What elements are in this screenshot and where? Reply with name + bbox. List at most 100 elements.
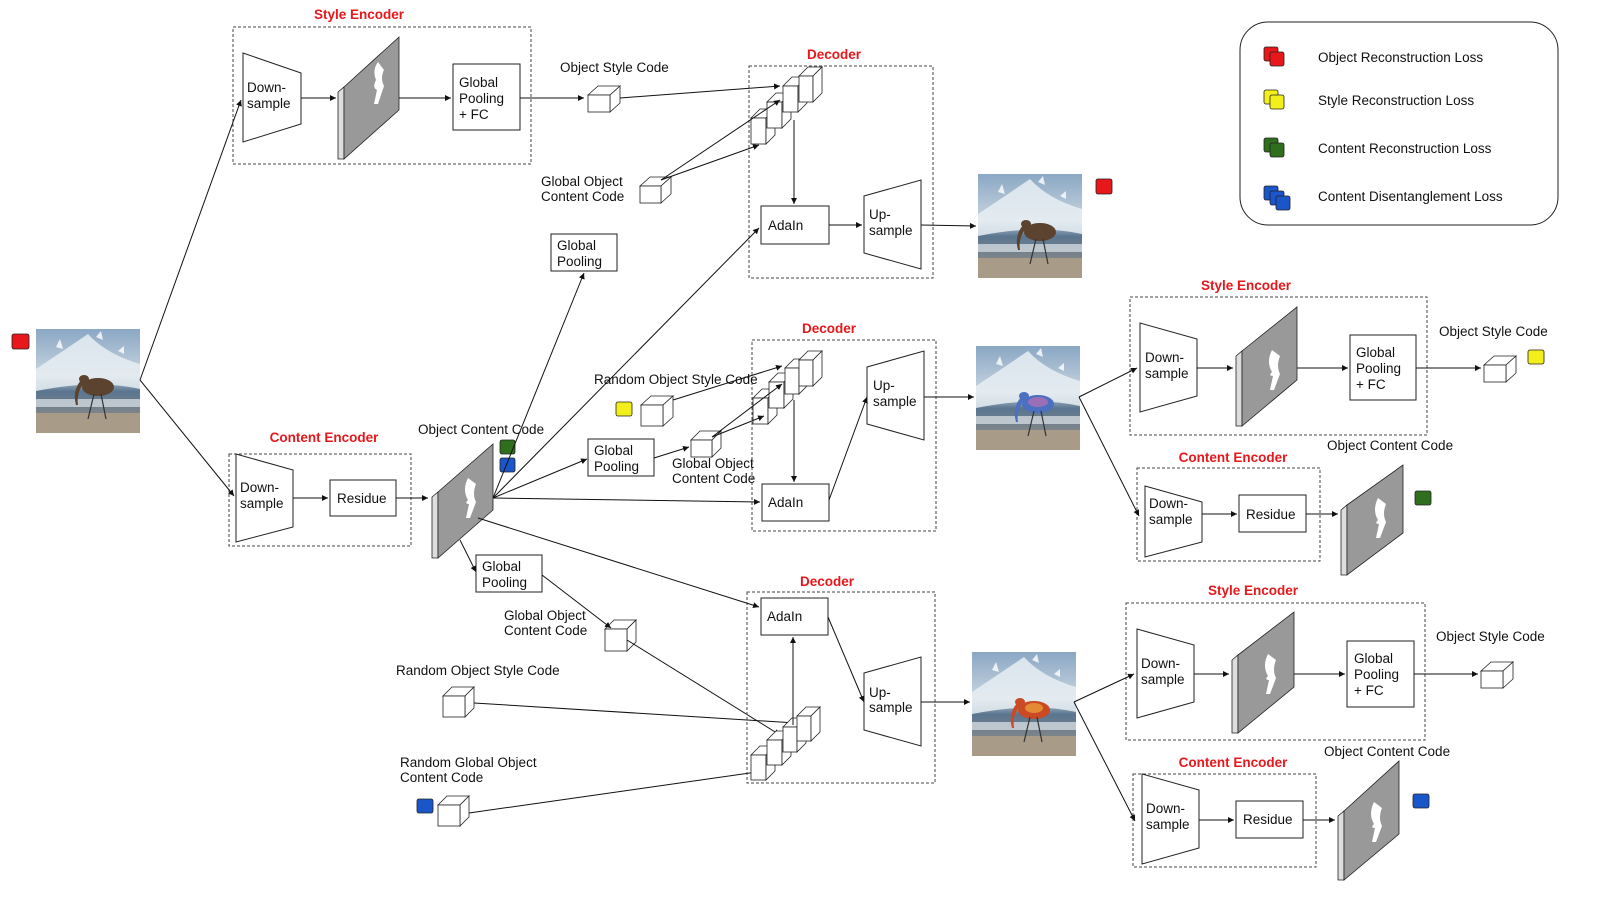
decoder-top-title: Decoder <box>807 47 862 62</box>
global-pooling-block-3 <box>475 554 543 593</box>
upsample-block-bottom <box>863 656 922 747</box>
upsample-label-bottom-2: sample <box>869 700 913 715</box>
gp-fc-se3-label-2: Pooling <box>1354 667 1399 682</box>
content-encoder-left-title: Content Encoder <box>270 430 379 445</box>
global-pooling-block-1 <box>550 233 618 272</box>
content-reconstruction-marker-rm <box>1414 490 1432 506</box>
residue-label-left: Residue <box>337 491 387 506</box>
reconstructed-image <box>978 174 1082 278</box>
content-encoder-left: Content Encoder Down- sample Residue <box>228 430 428 547</box>
global-pooling-block-2 <box>587 438 655 477</box>
global-pooling-fc-block-se3 <box>1346 640 1415 708</box>
object-style-code-vector-br <box>1479 661 1515 689</box>
gp2-label-2: Pooling <box>594 459 639 474</box>
random-object-style-code-vector-bottom <box>442 686 475 718</box>
content-encoder-right-middle-title: Content Encoder <box>1179 450 1288 465</box>
reconstruction-loss-marker <box>1095 178 1113 195</box>
legend-label-object-reconstruction: Object Reconstruction Loss <box>1318 50 1483 65</box>
gp-fc-se3-label-1: Global <box>1354 651 1393 666</box>
content-disentanglement-marker-center <box>499 457 516 473</box>
downsample-ce2-label-1: Down- <box>1149 496 1188 511</box>
adain-label-top: AdaIn <box>768 218 803 233</box>
legend-label-content-disentanglement: Content Disentanglement Loss <box>1318 189 1503 204</box>
legend-swatch-object-reconstruction <box>1263 46 1285 67</box>
decoder-middle: Decoder AdaIn Up- sample <box>751 321 937 532</box>
object-content-code-map-br <box>1337 760 1400 881</box>
gp-fc-label-2: Pooling <box>459 91 504 106</box>
random-object-style-code-label-middle: Random Object Style Code <box>594 372 758 387</box>
global-object-content-code-label-1a: Global Object <box>541 174 623 189</box>
code-concat-middle <box>752 350 823 425</box>
downsample-block-se3 <box>1136 628 1195 719</box>
gp-fc-label-1: Global <box>459 75 498 90</box>
content-encoder-right-middle: Content Encoder Down- sample Residue <box>1136 450 1338 562</box>
legend-frame <box>1239 21 1559 226</box>
content-encoder-bottom-right: Content Encoder Down- sample Residue <box>1132 755 1335 868</box>
global-object-content-code-vector-1 <box>638 176 673 204</box>
adain-block-bottom <box>760 597 829 636</box>
style-encoder-top-title: Style Encoder <box>314 7 405 22</box>
object-content-code-map-center <box>431 443 494 559</box>
legend: Object Reconstruction Loss Style Reconst… <box>1239 21 1559 226</box>
global-object-content-code-vector-2 <box>690 430 722 458</box>
feature-map <box>337 36 400 160</box>
code-concat-top <box>750 66 823 145</box>
gp-fc-se2-label-2: Pooling <box>1356 361 1401 376</box>
downsample-content-label-2: sample <box>240 496 284 511</box>
object-content-code-label-center: Object Content Code <box>418 422 544 437</box>
downsample-block-content <box>235 453 294 543</box>
feature-map-se2 <box>1235 306 1298 427</box>
style-reconstruction-marker-rm <box>1527 349 1545 365</box>
legend-swatch-style-reconstruction <box>1263 89 1285 110</box>
global-pooling-fc-block-se2 <box>1349 334 1417 401</box>
upsample-label-top-1: Up- <box>869 207 891 222</box>
residue-label-ce3: Residue <box>1243 812 1293 827</box>
adain-label-bottom: AdaIn <box>767 609 802 624</box>
downsample-ce3-label-2: sample <box>1146 817 1190 832</box>
code-concat-bottom <box>750 706 821 781</box>
decoder-bottom: Decoder AdaIn Up- sample <box>746 574 936 784</box>
gp3-label-1: Global <box>482 559 521 574</box>
legend-swatch-content-reconstruction <box>1263 137 1285 158</box>
blue-style-image <box>976 346 1080 450</box>
residue-block-ce2 <box>1238 494 1307 533</box>
gp1-label-2: Pooling <box>557 254 602 269</box>
decoder-bottom-title: Decoder <box>800 574 855 589</box>
gp1-label-1: Global <box>557 238 596 253</box>
downsample-block-ce3 <box>1141 773 1200 865</box>
legend-label-style-reconstruction: Style Reconstruction Loss <box>1318 93 1474 108</box>
object-content-code-label-rm: Object Content Code <box>1327 438 1453 453</box>
upsample-block-middle <box>866 350 925 441</box>
object-style-code-vector-rm <box>1482 355 1518 383</box>
global-pooling-fc-block <box>452 63 521 131</box>
downsample-block-se2 <box>1139 322 1198 413</box>
downsample-label-2: sample <box>247 96 291 111</box>
downsample-block <box>242 52 302 143</box>
global-object-content-code-label-3a: Global Object <box>504 608 586 623</box>
upsample-label-bottom-1: Up- <box>869 685 891 700</box>
style-encoder-bottom-right-title: Style Encoder <box>1208 583 1299 598</box>
downsample-se3-label-2: sample <box>1141 672 1185 687</box>
gp-fc-label-3: + FC <box>459 107 489 122</box>
adain-block-middle <box>761 483 830 522</box>
input-image <box>36 329 140 433</box>
object-style-code-label-top: Object Style Code <box>560 60 669 75</box>
residue-label-ce2: Residue <box>1246 507 1296 522</box>
input-object-reconstruction-marker <box>11 333 30 350</box>
downsample-block-ce2 <box>1144 485 1203 558</box>
random-global-object-content-code-vector <box>437 795 470 827</box>
legend-label-content-reconstruction: Content Reconstruction Loss <box>1318 141 1492 156</box>
global-object-content-code-label-1b: Content Code <box>541 189 624 204</box>
global-object-content-code-label-2a: Global Object <box>672 456 754 471</box>
downsample-se2-label-2: sample <box>1145 366 1189 381</box>
downsample-ce2-label-2: sample <box>1149 512 1193 527</box>
global-object-content-code-label-3b: Content Code <box>504 623 587 638</box>
upsample-label-middle-1: Up- <box>873 378 895 393</box>
object-style-code-vector-top <box>586 85 622 113</box>
downsample-label-1: Down- <box>247 80 286 95</box>
decoder-top: Decoder AdaIn Up- sample <box>748 47 934 279</box>
legend-swatch-content-disentanglement <box>1263 185 1291 211</box>
object-style-code-label-br: Object Style Code <box>1436 629 1545 644</box>
upsample-label-middle-2: sample <box>873 394 917 409</box>
